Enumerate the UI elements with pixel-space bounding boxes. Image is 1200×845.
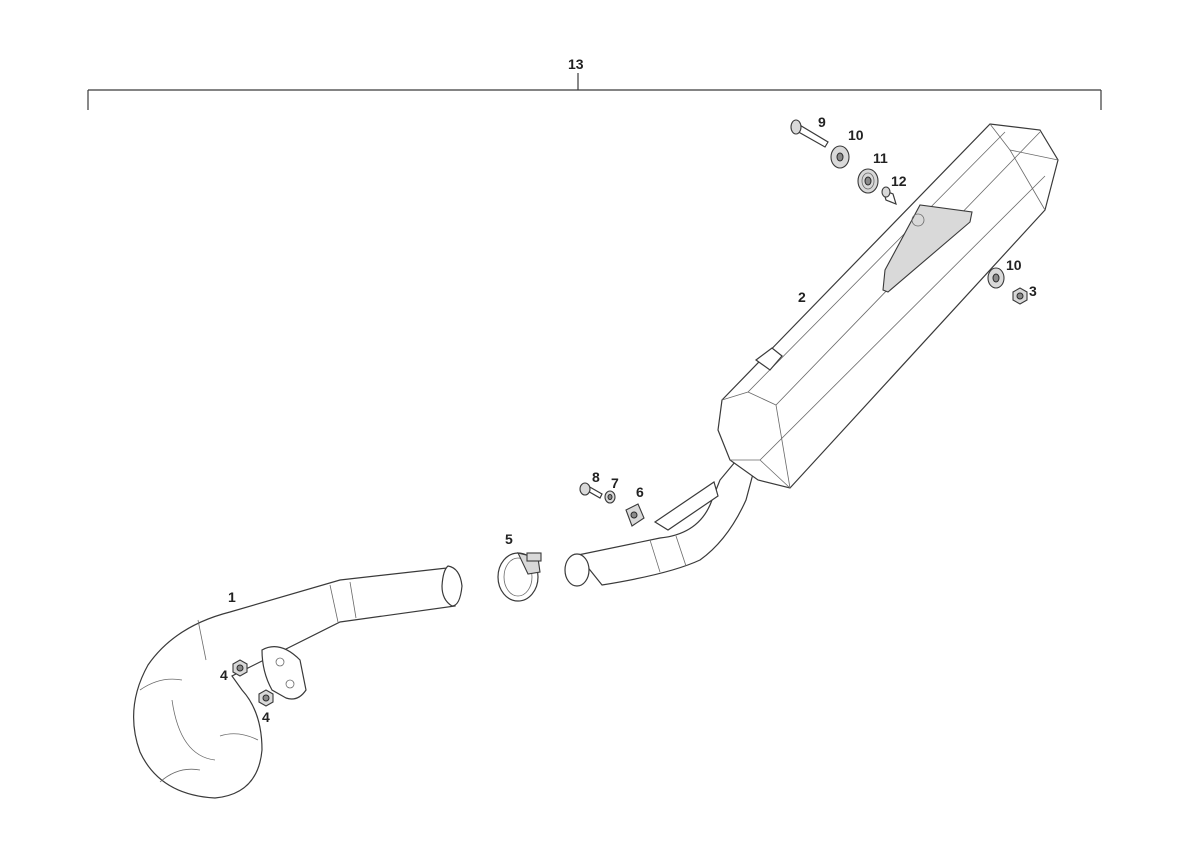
label-4b: 4 bbox=[262, 709, 270, 725]
label-2: 2 bbox=[798, 289, 806, 305]
nut-b bbox=[258, 689, 274, 707]
label-11: 11 bbox=[873, 150, 888, 166]
washer-side bbox=[987, 267, 1005, 289]
clip-nut bbox=[625, 503, 645, 527]
label-13: 13 bbox=[568, 56, 584, 72]
washer-top bbox=[830, 145, 850, 169]
label-6: 6 bbox=[636, 484, 644, 500]
bolt-long bbox=[790, 119, 829, 148]
header-pipe bbox=[133, 565, 463, 799]
label-7: 7 bbox=[611, 475, 619, 491]
silencer bbox=[564, 123, 1059, 587]
label-1: 1 bbox=[228, 589, 236, 605]
washer-small bbox=[604, 490, 616, 504]
bolt-small bbox=[579, 482, 603, 499]
label-3: 3 bbox=[1029, 283, 1037, 299]
label-8: 8 bbox=[592, 469, 600, 485]
clamp bbox=[497, 552, 542, 602]
label-10b: 10 bbox=[1006, 257, 1022, 273]
label-9: 9 bbox=[818, 114, 826, 130]
nut-a bbox=[232, 659, 248, 677]
assembly-bracket bbox=[87, 73, 1102, 110]
spacer bbox=[881, 186, 897, 206]
label-5: 5 bbox=[505, 531, 513, 547]
nut-silencer bbox=[1012, 287, 1028, 305]
label-10a: 10 bbox=[848, 127, 864, 143]
grommet bbox=[857, 168, 879, 194]
label-4a: 4 bbox=[220, 667, 228, 683]
label-12: 12 bbox=[891, 173, 907, 189]
